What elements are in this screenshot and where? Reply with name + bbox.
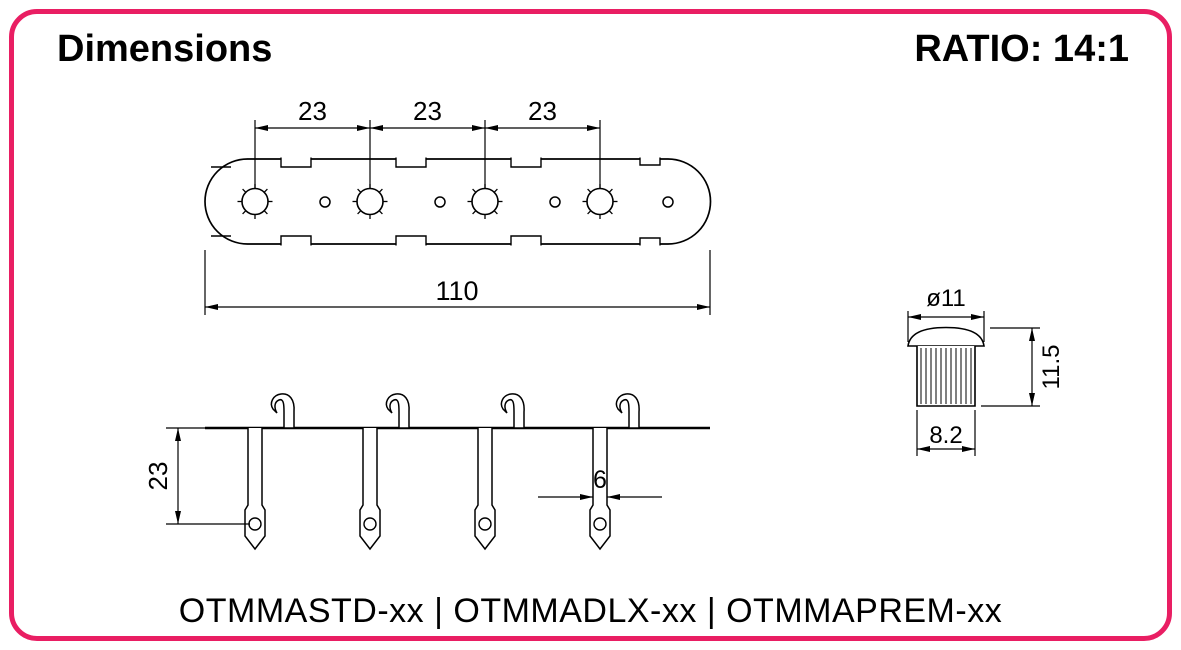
tuner-hole [581,183,619,220]
tuner-post [474,427,496,550]
knob-knurling [920,348,972,404]
string-hook [385,393,410,429]
screw-holes [319,196,674,208]
dim-post-depth-label: 23 [143,462,173,491]
dim-knob-width-arrows [917,446,975,452]
dim-overall-length [204,250,711,315]
tuner-post [359,427,381,550]
string-hook [270,393,295,429]
side-view: 23 6 [143,393,710,550]
dim-post-width-label: 6 [593,466,607,494]
tuner-plate-outline [204,158,712,245]
dim-knob-diameter-label: ø11 [926,285,966,312]
page-title: Dimensions [57,28,273,70]
tuner-post [244,427,266,550]
dim-knob-diameter-arrows [908,314,984,320]
dim-hole-spacing-arrows [255,125,600,131]
tuner-hole [466,183,504,220]
dim-knob-height-arrows [1029,328,1035,406]
dim-knob-width-label: 8.2 [929,422,962,449]
part-numbers: OTMMASTD-xx | OTMMADLX-xx | OTMMAPREM-xx [178,592,1003,630]
gear-ratio-label: RATIO: 14:1 [914,28,1129,70]
string-hook [500,393,525,429]
tuner-hole [236,183,274,220]
dim-post-depth-arrows [175,428,181,524]
dim-hole-spacing-label-2: 23 [413,96,442,126]
dim-post-depth [166,427,250,525]
dim-hole-spacing [254,120,601,189]
dim-post-width-arrows [580,494,620,500]
knob-view: ø11 11.5 8.2 [907,285,1065,456]
dim-knob-height-label: 11.5 [1038,345,1065,390]
knob-cap [907,326,985,347]
dim-overall-length-arrows [205,304,710,310]
string-hook [615,393,640,429]
top-view: 23 23 23 110 [204,96,712,315]
tuner-hole [351,183,389,220]
dim-overall-length-label: 110 [435,276,478,306]
plate-edge-notches [211,157,661,246]
dim-hole-spacing-label-1: 23 [298,96,327,126]
dim-hole-spacing-label-3: 23 [528,96,557,126]
